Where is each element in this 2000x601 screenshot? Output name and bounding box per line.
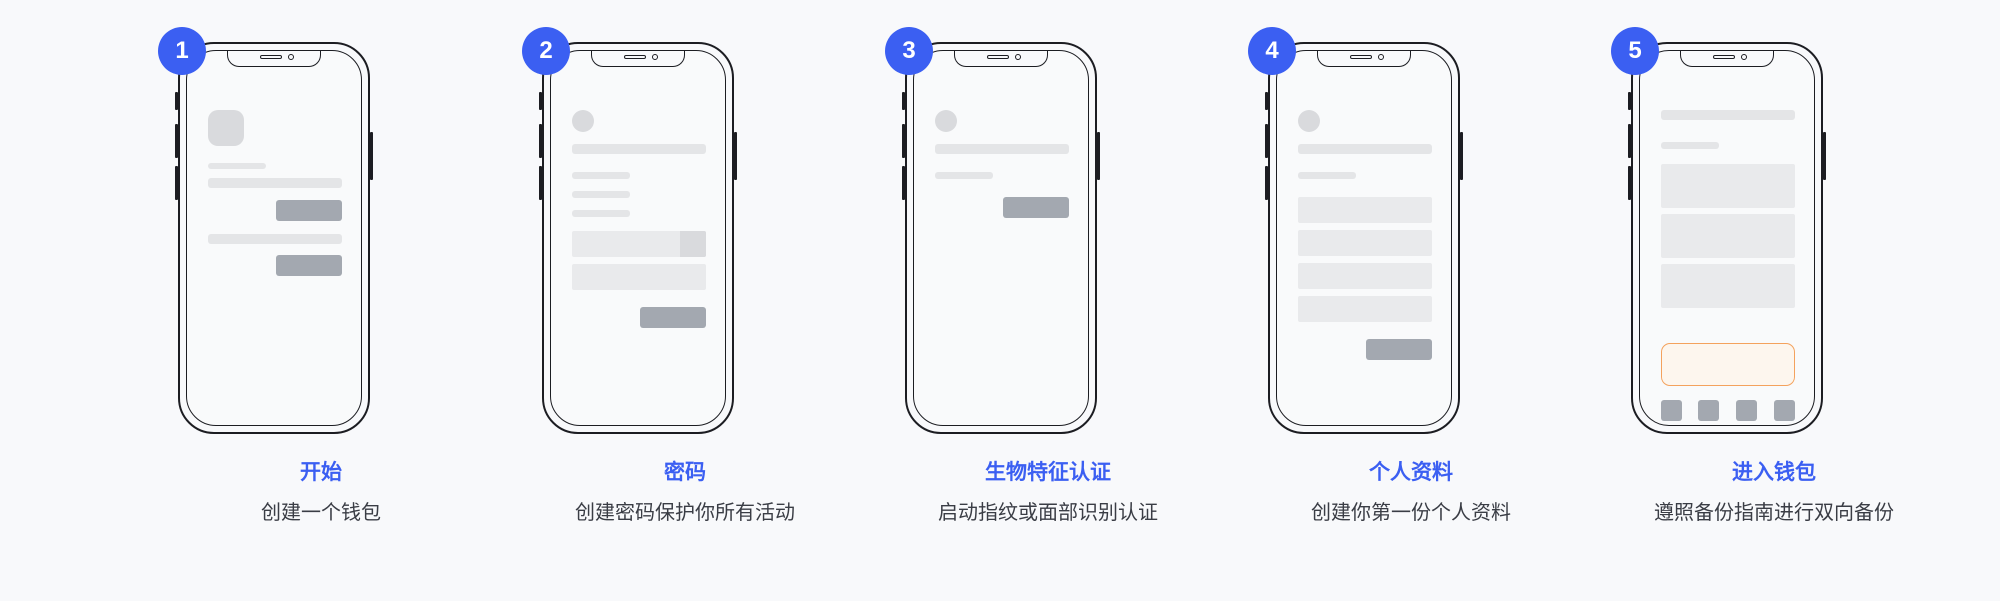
input-placeholder <box>572 264 706 290</box>
step-number-badge: 4 <box>1248 27 1296 75</box>
app-icon-placeholder <box>208 110 244 146</box>
text-placeholder <box>1298 172 1356 179</box>
text-placeholder <box>208 234 342 244</box>
step-number-badge: 3 <box>885 27 933 75</box>
card-placeholder <box>1661 264 1795 308</box>
step-title: 密码 <box>664 460 706 484</box>
phone-mockup <box>539 42 737 434</box>
input-placeholder <box>572 231 706 257</box>
phone-screen <box>913 50 1089 426</box>
button-placeholder <box>276 200 342 221</box>
avatar-placeholder <box>935 110 957 132</box>
step-title: 开始 <box>300 460 342 484</box>
phone-mockup <box>902 42 1100 434</box>
phone-screen <box>550 50 726 426</box>
step-title: 生物特征认证 <box>985 460 1111 484</box>
phone-mockup <box>175 42 373 434</box>
text-placeholder <box>935 144 1069 154</box>
phone-notch <box>227 51 321 67</box>
tab-icon-placeholder <box>1774 400 1795 421</box>
step-description: 创建你第一份个人资料 <box>1311 500 1511 524</box>
highlight-card <box>1661 343 1795 386</box>
input-placeholder <box>1298 296 1432 322</box>
step-title: 进入钱包 <box>1732 460 1816 484</box>
text-placeholder <box>1298 144 1432 154</box>
tab-icon-placeholder <box>1661 400 1682 421</box>
step-3: 3 生物特征认证 启动指纹或面部识别认证 <box>863 0 1233 601</box>
button-placeholder <box>1366 339 1432 360</box>
text-placeholder <box>935 172 993 179</box>
step-description: 遵照备份指南进行双向备份 <box>1654 500 1894 524</box>
text-placeholder <box>572 172 630 179</box>
step-1: 1 开始 创建一个钱包 <box>136 0 506 601</box>
step-4: 4 个人资料 创建你第一份个人资料 <box>1226 0 1596 601</box>
phone-mockup <box>1628 42 1826 434</box>
input-placeholder <box>1298 197 1432 223</box>
phone-notch <box>1317 51 1411 67</box>
phone-notch <box>1680 51 1774 67</box>
text-placeholder <box>1661 142 1719 149</box>
text-placeholder <box>208 163 266 169</box>
text-placeholder <box>572 210 630 217</box>
tab-icon-placeholder <box>1698 400 1719 421</box>
step-2: 2 密码 创建密码保护你所有活动 <box>500 0 870 601</box>
step-description: 创建密码保护你所有活动 <box>575 500 795 524</box>
step-number-badge: 2 <box>522 27 570 75</box>
phone-mockup <box>1265 42 1463 434</box>
step-5: 5 进入钱包 遵照备份指南进行双向备份 <box>1589 0 1959 601</box>
phone-screen <box>1639 50 1815 426</box>
phone-notch <box>591 51 685 67</box>
avatar-placeholder <box>572 110 594 132</box>
phone-screen <box>1276 50 1452 426</box>
input-placeholder <box>1298 230 1432 256</box>
input-suffix-placeholder <box>680 231 706 257</box>
tab-icon-placeholder <box>1736 400 1757 421</box>
step-number-badge: 1 <box>158 27 206 75</box>
card-placeholder <box>1661 214 1795 258</box>
button-placeholder <box>1003 197 1069 218</box>
step-title: 个人资料 <box>1369 460 1453 484</box>
avatar-placeholder <box>1298 110 1320 132</box>
button-placeholder <box>640 307 706 328</box>
text-placeholder <box>572 144 706 154</box>
button-placeholder <box>276 255 342 276</box>
phone-screen <box>186 50 362 426</box>
step-number-badge: 5 <box>1611 27 1659 75</box>
text-placeholder <box>1661 110 1795 120</box>
input-placeholder <box>1298 263 1432 289</box>
step-description: 启动指纹或面部识别认证 <box>938 500 1158 524</box>
card-placeholder <box>1661 164 1795 208</box>
text-placeholder <box>572 191 630 198</box>
step-description: 创建一个钱包 <box>261 500 381 524</box>
phone-notch <box>954 51 1048 67</box>
text-placeholder <box>208 178 342 188</box>
